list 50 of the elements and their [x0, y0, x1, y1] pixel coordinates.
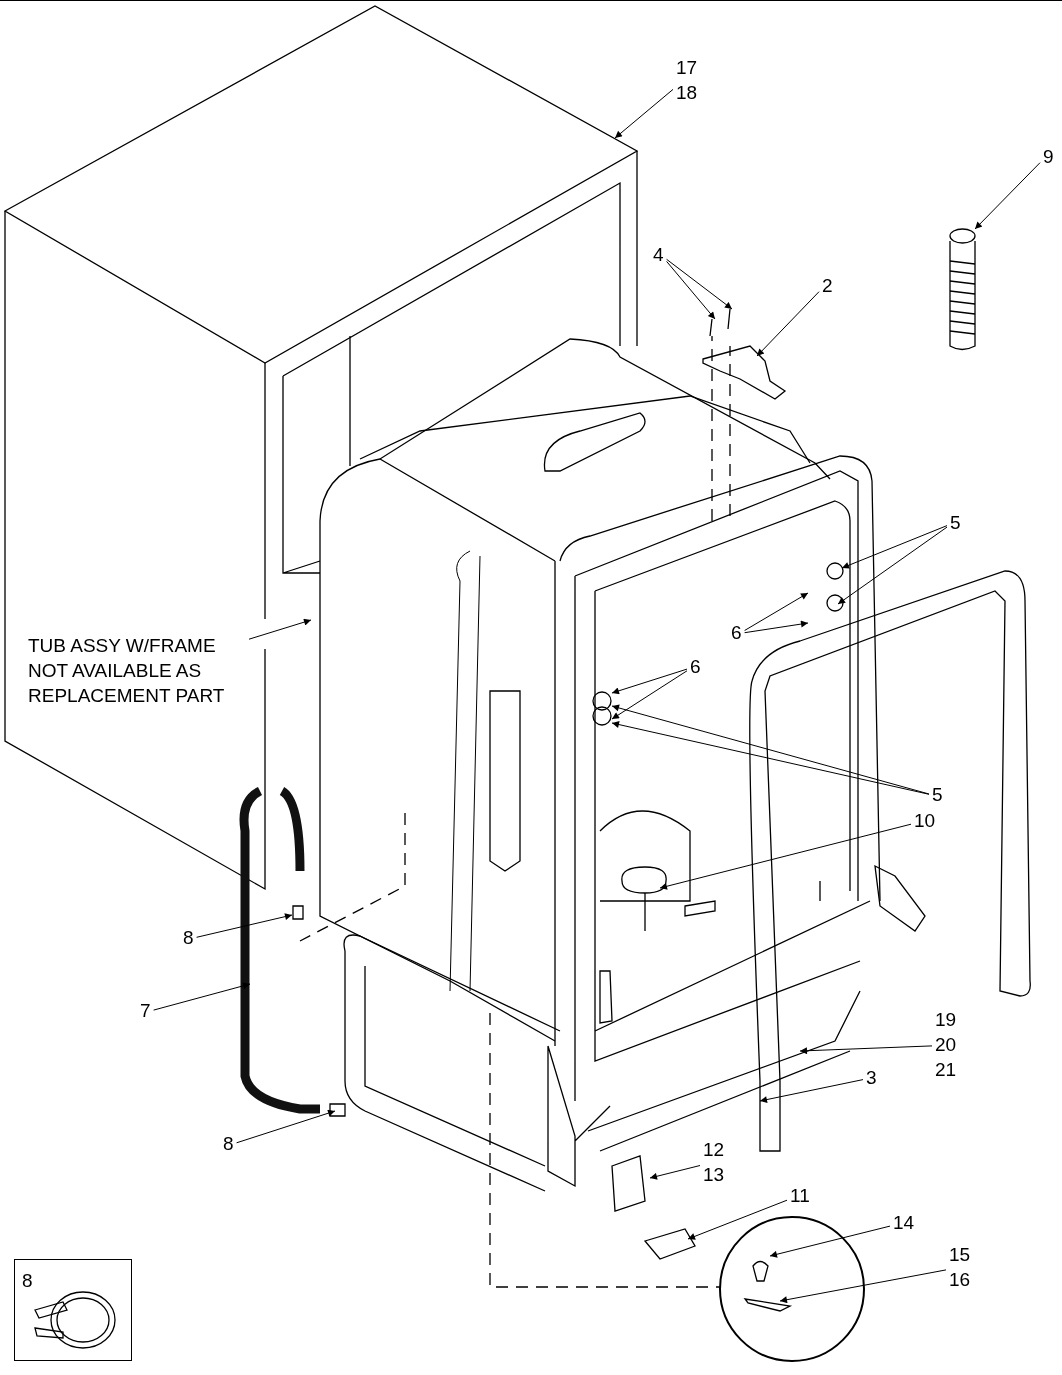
callout-number: 7 — [140, 999, 151, 1023]
callout-number: 13 — [703, 1163, 725, 1187]
callout-number: 9 — [1043, 145, 1054, 169]
callout-number: 14 — [893, 1211, 915, 1235]
callout-number: 4 — [653, 243, 664, 267]
leader-line — [196, 913, 293, 938]
leader-line — [687, 1199, 788, 1240]
leader-line — [611, 704, 930, 795]
callout-number: 6 — [731, 621, 742, 645]
leader-line — [744, 620, 809, 634]
leader-line — [841, 525, 948, 569]
leader-line — [769, 1225, 891, 1258]
leader-line — [779, 1269, 947, 1304]
callout-number: 15 — [949, 1243, 971, 1267]
leader-line — [659, 823, 912, 890]
leader-line — [744, 592, 809, 631]
callout-number: 5 — [950, 511, 961, 535]
callout-number: 10 — [914, 809, 936, 833]
leader-line — [611, 668, 688, 695]
callout-number: 6 — [690, 655, 701, 679]
callout-number: 8 — [183, 926, 194, 950]
note-text: TUB ASSY W/FRAME NOT AVAILABLE AS REPLACEMENT PART — [28, 634, 226, 708]
callout-number: 18 — [676, 81, 698, 105]
leader-line — [153, 982, 251, 1011]
callout-number: 16 — [949, 1268, 971, 1292]
leader-line — [611, 670, 688, 720]
callout-number: 5 — [932, 783, 943, 807]
callout-number: 12 — [703, 1138, 725, 1162]
leader-line — [666, 258, 733, 310]
callout-number: 8 — [223, 1132, 234, 1156]
callout-number: 11 — [790, 1184, 810, 1208]
leader-line — [974, 162, 1041, 230]
callout-number: 3 — [866, 1066, 877, 1090]
callout-number: 21 — [935, 1058, 957, 1082]
leader-line — [799, 1045, 933, 1055]
callout-number: 17 — [676, 56, 698, 80]
leader-line — [248, 618, 312, 640]
callout-number: 8 — [22, 1269, 33, 1293]
callout-number: 19 — [935, 1008, 957, 1032]
leader-line — [666, 260, 716, 320]
leader-line — [759, 1079, 864, 1103]
leader-line — [236, 1109, 336, 1144]
callout-number: 20 — [935, 1033, 957, 1057]
callout-number: 2 — [822, 274, 833, 298]
leader-line — [611, 721, 930, 795]
detail-inset-panel — [14, 1259, 132, 1361]
leader-line — [614, 88, 674, 139]
leader-line — [756, 291, 820, 357]
leader-line — [837, 526, 948, 605]
leader-line — [649, 1165, 701, 1180]
